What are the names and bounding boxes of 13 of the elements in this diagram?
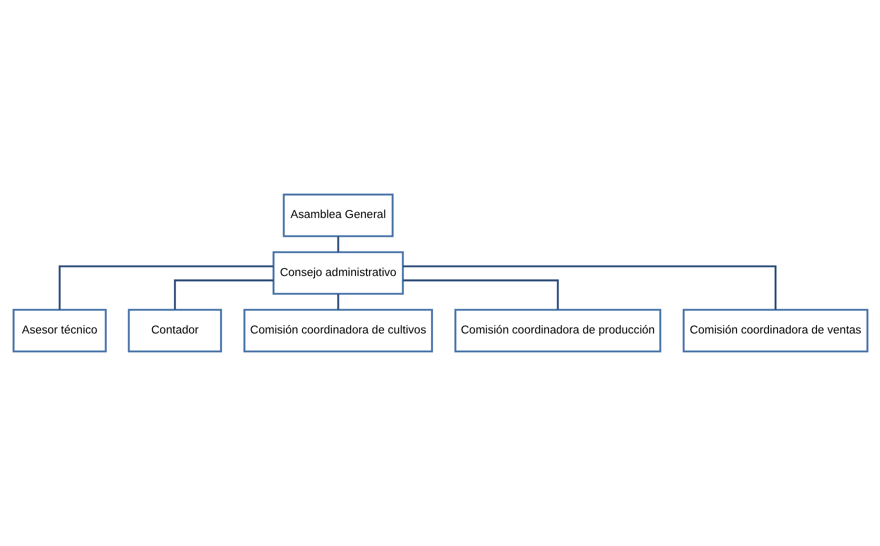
connector — [58, 265, 273, 310]
connector — [173, 279, 273, 310]
node-box: Contador — [127, 308, 222, 352]
node-box: Comisión coordinadora de cultivos — [242, 308, 432, 352]
node-box: Consejo administrativo — [272, 251, 404, 295]
node-box: Asamblea General — [282, 194, 394, 238]
node-box: Asesor técnico — [12, 308, 106, 352]
connector — [402, 265, 776, 310]
connector — [336, 294, 339, 310]
node-box: Comisión coordinadora de producción — [454, 308, 661, 352]
node-box: Comisión coordinadora de ventas — [682, 308, 868, 352]
connector — [336, 236, 339, 252]
connector — [402, 279, 558, 310]
